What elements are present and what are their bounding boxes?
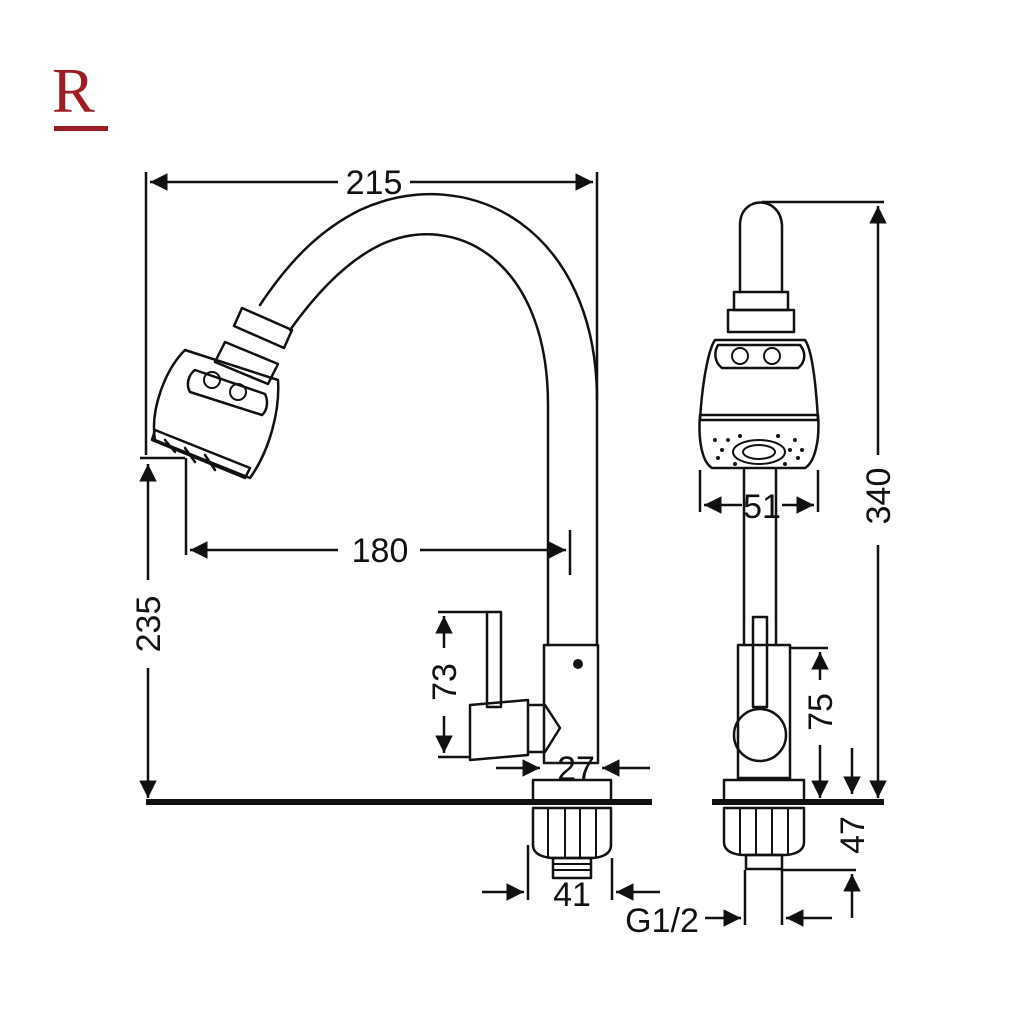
side-spout-ring [732, 290, 790, 312]
side-body [736, 643, 792, 780]
dim-g12-label: G1/2 [625, 902, 699, 940]
lever-cone [526, 703, 562, 754]
side-spray-button-icon [763, 347, 781, 365]
shower-head-face [150, 428, 252, 480]
faucet-body [542, 643, 600, 765]
threaded-shank [551, 856, 593, 880]
side-lever-hub [732, 707, 788, 763]
dim-235-label: 235 [130, 596, 168, 653]
dim-75-label: 75 [802, 693, 840, 731]
side-lever [751, 615, 769, 709]
shower-head-button-panel [186, 368, 269, 417]
dim-41-label: 41 [553, 876, 591, 914]
lever-hub [468, 698, 530, 762]
dim-47-label: 47 [834, 816, 872, 854]
side-spout-tip [738, 201, 784, 294]
side-base-ring [722, 778, 806, 804]
side-dimensions: 340 51 75 47 G1/2 [625, 200, 898, 940]
side-spray-holes [713, 434, 804, 466]
side-nut-flutes [739, 808, 789, 855]
side-shower-button-icon [731, 347, 749, 365]
brand-logo-underline [54, 126, 108, 131]
mounting-nut [531, 806, 613, 860]
mounting-nut-flutes [547, 808, 597, 858]
shower-head [152, 348, 280, 480]
body-screw [573, 659, 583, 669]
dim-73-label: 73 [426, 663, 464, 701]
side-shank [744, 853, 784, 871]
side-mounting-nut [722, 806, 806, 857]
lever-handle [485, 610, 503, 709]
spout-inner [288, 233, 550, 647]
brand-logo-letter: R [52, 55, 95, 126]
dim-340-label: 340 [860, 468, 898, 525]
dim-27-label: 27 [557, 750, 595, 788]
spout-outer [258, 193, 599, 647]
side-head-face [698, 413, 820, 470]
side-button-panel [714, 343, 806, 370]
spout-connector-ring [213, 340, 280, 386]
dim-215-label: 215 [346, 164, 403, 202]
front-view-faucet [150, 193, 613, 880]
side-aerator-outer [732, 439, 786, 465]
side-shower-head [698, 338, 820, 422]
side-spout-connector [726, 308, 796, 334]
spray-button-icon [229, 383, 247, 401]
shower-button-icon [203, 371, 221, 389]
brand-logo: R [52, 55, 108, 131]
shank-threads [553, 863, 591, 871]
base-ring [531, 778, 613, 804]
shower-head-ribs [163, 438, 217, 472]
side-view-faucet [698, 201, 820, 871]
dim-180-label: 180 [352, 532, 409, 570]
side-aerator-inner [742, 444, 776, 460]
spout-connector [232, 306, 294, 350]
dim-51-label: 51 [743, 488, 781, 526]
front-dimensions: 215 180 235 73 27 41 [130, 164, 660, 914]
